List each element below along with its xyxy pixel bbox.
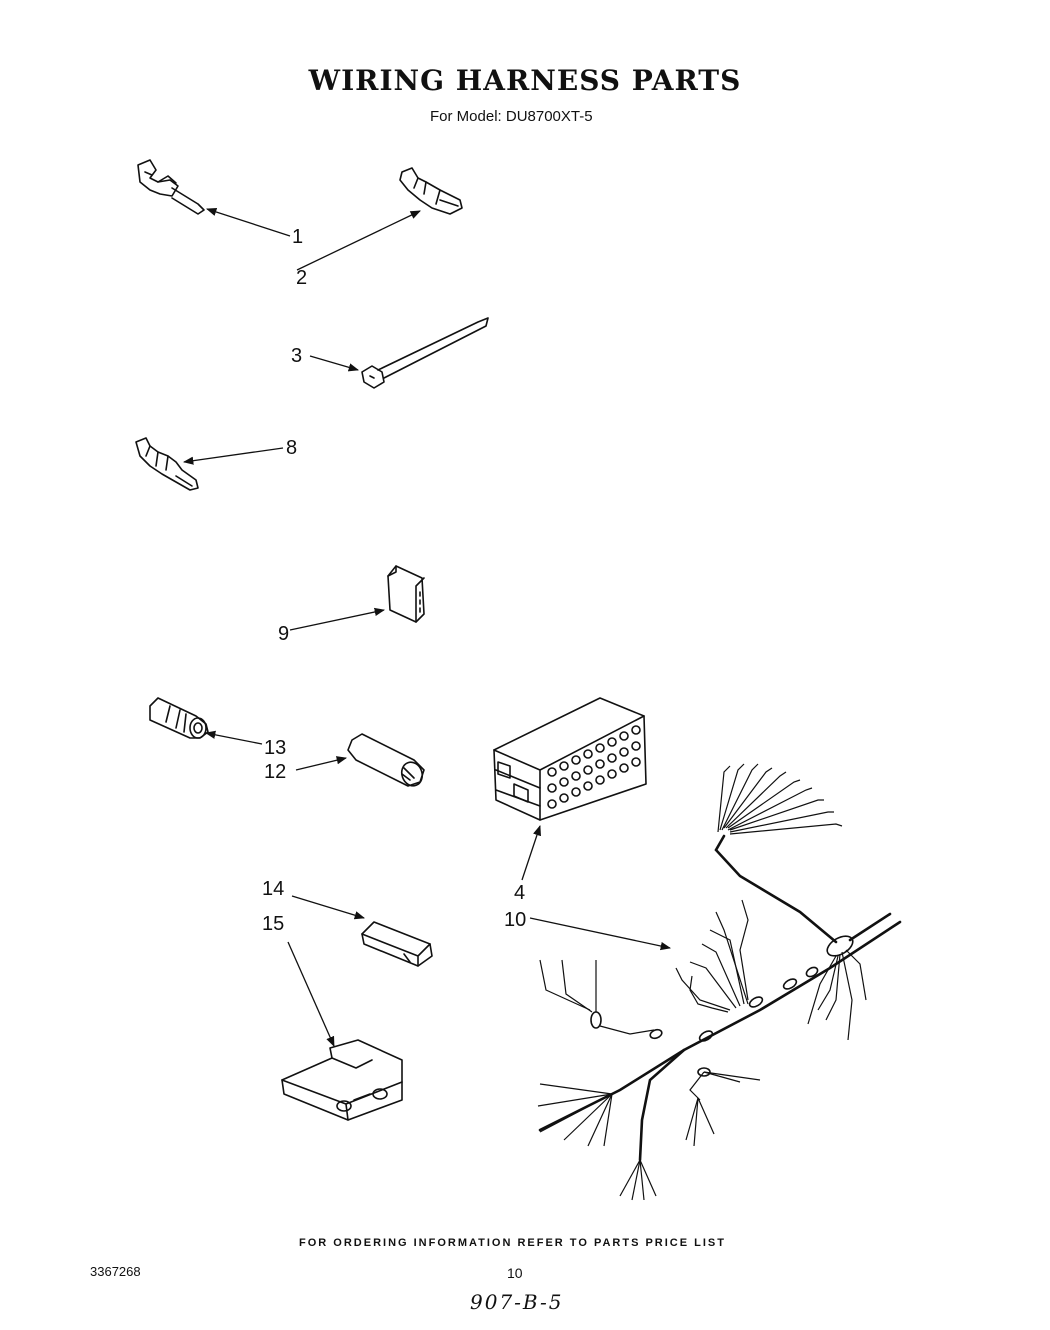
- callout-1: 1: [292, 226, 303, 248]
- connector-part-13: [149, 697, 209, 739]
- model-subtitle: For Model: DU8700XT-5: [430, 108, 593, 125]
- handwritten-note: 907-B-5: [470, 1290, 564, 1314]
- terminal-part-1: [137, 159, 205, 215]
- callout-4: 4: [514, 882, 525, 904]
- leader-line-8: [182, 447, 284, 465]
- callout-13: 13: [264, 737, 286, 759]
- callout-14: 14: [262, 878, 284, 900]
- splice-part-12: [347, 733, 425, 787]
- leader-line-12: [295, 756, 348, 771]
- callout-15: 15: [262, 913, 284, 935]
- connector-housing-part-4: [493, 697, 647, 821]
- connector-part-14: [361, 921, 433, 967]
- callout-8: 8: [286, 437, 297, 459]
- callout-3: 3: [291, 345, 302, 367]
- leader-line-10: [529, 917, 672, 951]
- callout-10: 10: [504, 909, 526, 931]
- terminal-part-2: [399, 167, 463, 215]
- connector-part-15: [281, 1039, 403, 1121]
- leader-line-4: [521, 825, 541, 881]
- leader-line-15: [287, 941, 335, 1047]
- leader-line-13: [204, 730, 263, 745]
- leader-line-2: [296, 210, 421, 271]
- document-number: 3367268: [90, 1264, 141, 1279]
- callout-2: 2: [296, 267, 307, 289]
- wiring-harness-part-10: [537, 763, 902, 1201]
- page-title: WIRING HARNESS PARTS: [308, 64, 742, 97]
- ordering-note: FOR ORDERING INFORMATION REFER TO PARTS …: [299, 1237, 726, 1249]
- callout-9: 9: [278, 623, 289, 645]
- leader-line-9: [289, 607, 386, 631]
- pin-holes: [547, 725, 641, 809]
- page-number: 10: [507, 1265, 523, 1281]
- cable-tie-part-3: [361, 317, 489, 389]
- callout-12: 12: [264, 761, 286, 783]
- terminal-part-8: [135, 437, 199, 491]
- connector-part-9: [387, 565, 425, 623]
- leader-line-3: [309, 355, 359, 372]
- leader-line-1: [206, 207, 291, 237]
- leader-line-14: [291, 895, 365, 920]
